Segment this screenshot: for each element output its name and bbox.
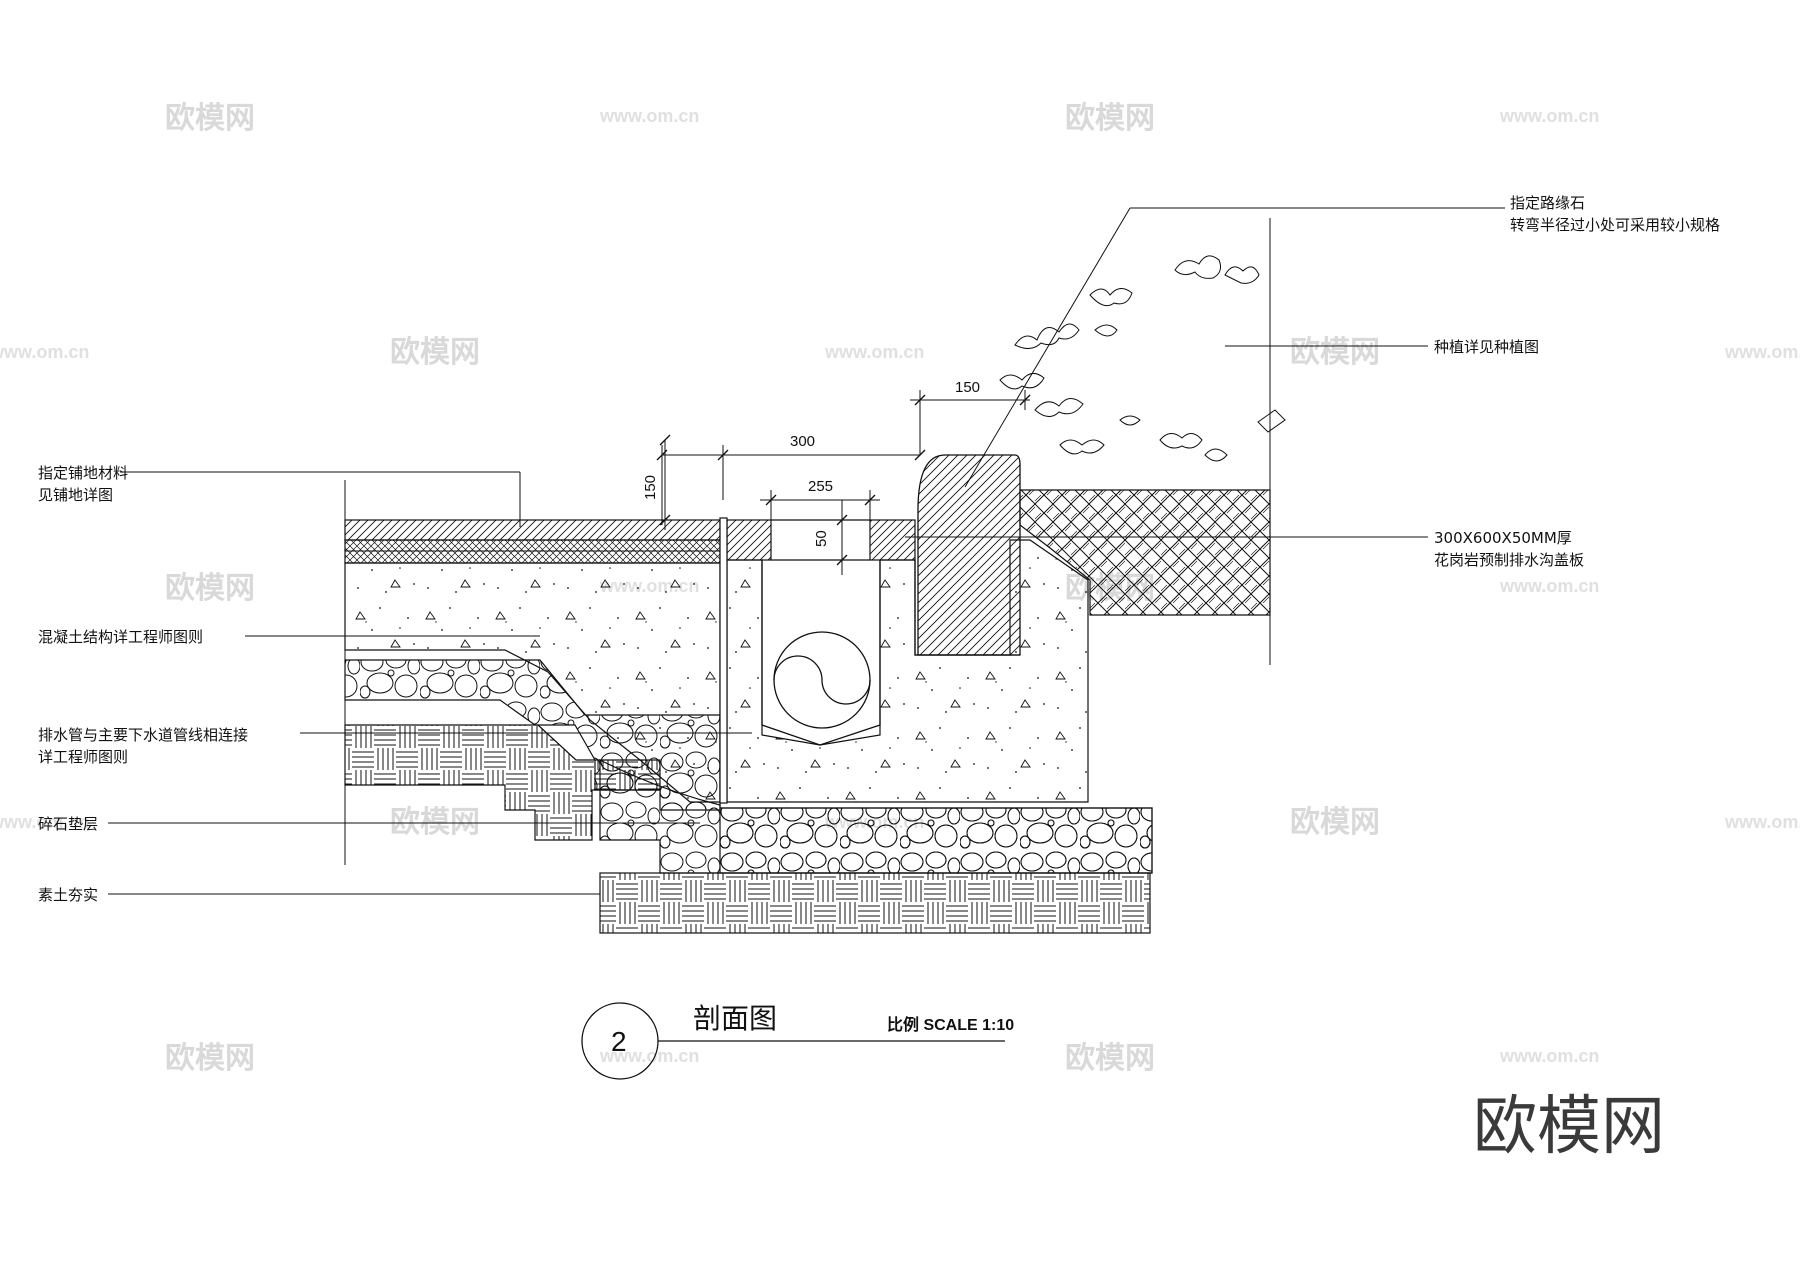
dim-150-top: 150 (955, 379, 980, 396)
watermark-text: 欧模网 (165, 101, 255, 136)
dimensions: 300 150 255 150 50 (642, 379, 1031, 575)
label-drain-pipe-line1: 排水管与主要下水道管线相连接 (38, 726, 248, 744)
label-cover-plate-line2: 花岗岩预制排水沟盖板 (1434, 551, 1584, 569)
drawing-title: 剖面图 (693, 1002, 777, 1035)
callouts: 指定铺地材料 见铺地详图 混凝土结构详工程师图则 排水管与主要下水道管线相连接 … (38, 194, 1720, 904)
title-block: 2 剖面图 比例 SCALE 1:10 (581, 1002, 1014, 1080)
dim-255: 255 (808, 478, 833, 495)
watermark-text: 欧模网 (1290, 805, 1380, 840)
leaders (108, 207, 1505, 895)
watermark-text: 欧模网 (1065, 1041, 1155, 1076)
label-curb-stone-line1: 指定路缘石 (1510, 194, 1585, 212)
watermark-url: www.om.cn (0, 342, 89, 362)
watermark-url: www.om.cn (1724, 812, 1800, 832)
drainage-channel (719, 517, 916, 804)
watermark-text: 欧模网 (1290, 335, 1380, 370)
gravel-layer (344, 659, 1153, 874)
compacted-soil-layer (344, 724, 1151, 934)
watermark-text: 欧模网 (165, 1041, 255, 1076)
watermark-url: www.om.cn (1499, 1046, 1599, 1066)
watermark-url: www.om.cn (599, 106, 699, 126)
watermark-url: www.om.cn (599, 1046, 699, 1066)
label-compacted-soil: 素土夯实 (38, 886, 98, 904)
label-drain-pipe-line2: 详工程师图则 (38, 748, 128, 766)
watermark-url: www.om.cn (1499, 576, 1599, 596)
watermark-text: 欧模网 (165, 571, 255, 606)
watermark-url: www.om.cn (1724, 342, 1800, 362)
label-paving-line1: 指定铺地材料 (38, 464, 128, 482)
label-curb-stone-line2: 转弯半径过小处可采用较小规格 (1510, 216, 1720, 234)
label-planting: 种植详见种植图 (1434, 338, 1539, 356)
drawing-scale: 比例 SCALE 1:10 (887, 1015, 1014, 1034)
label-paving-line2: 见铺地详图 (38, 486, 113, 504)
brand-watermark: 欧模网 (1473, 1090, 1665, 1164)
watermark-text: 欧模网 (390, 335, 480, 370)
curb-stone (914, 454, 1021, 656)
label-gravel-bed: 碎石垫层 (38, 815, 98, 833)
watermark-url: www.om.cn (0, 812, 89, 832)
paving-layer (344, 519, 721, 564)
watermark-text: 欧模网 (1065, 101, 1155, 136)
detail-number: 2 (611, 1026, 627, 1057)
dim-300: 300 (790, 433, 815, 450)
label-cover-plate-line1: 300X600X50MM厚 (1434, 529, 1572, 547)
watermark-url: www.om.cn (1499, 106, 1599, 126)
label-concrete: 混凝土结构详工程师图则 (38, 628, 203, 646)
shrub (999, 255, 1260, 462)
dim-50: 50 (813, 530, 830, 547)
dim-150-vertical: 150 (642, 475, 659, 500)
watermark-url: www.om.cn (824, 342, 924, 362)
